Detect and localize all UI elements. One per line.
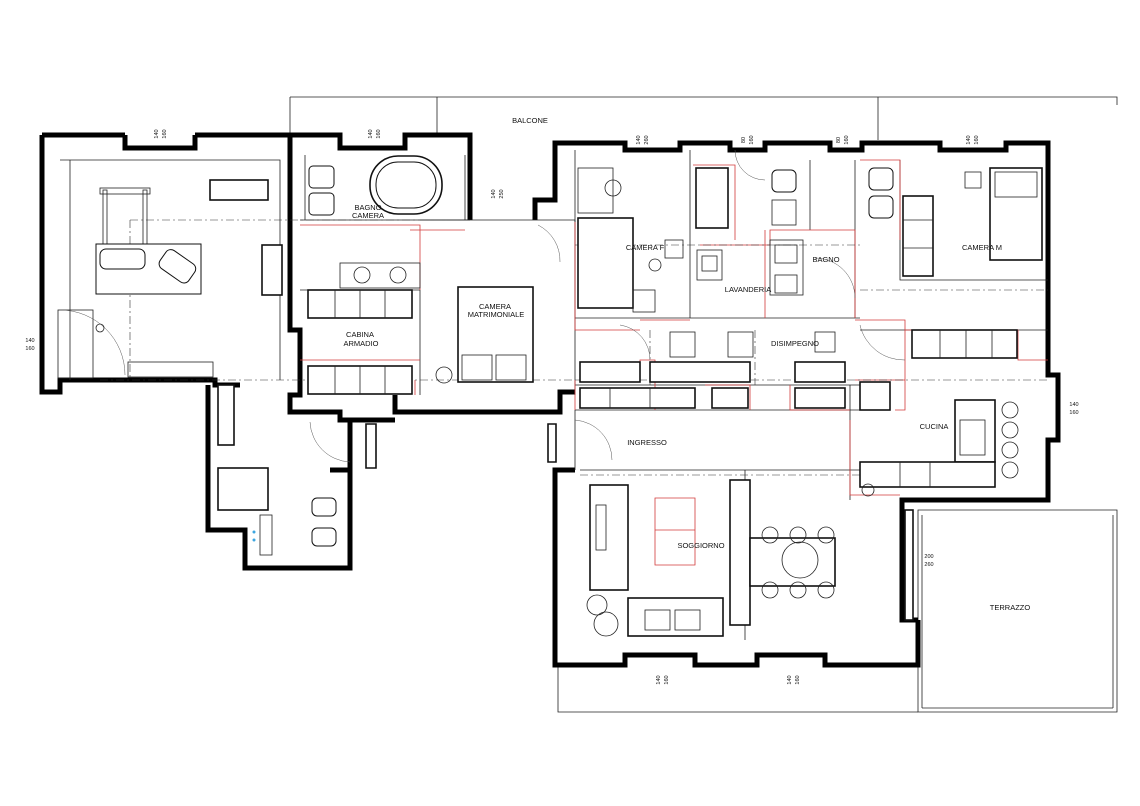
label-bagno-camera-2: CAMERA [352,211,384,220]
dim-top-corr-250: 250 [499,189,505,198]
dimension-labels: 140 160 140 160 140 250 140 260 80 160 8… [25,129,1078,684]
label-bagno: BAGNO [812,255,839,264]
label-cucina: CUCINA [920,422,949,431]
label-camera-m: CAMERA M [962,243,1002,252]
label-lavanderia: LAVANDERIA [725,285,771,294]
dim-top-bagno2-80: 80 [836,137,842,143]
dim-top-bagno-140: 140 [368,129,374,138]
furniture [57,149,1043,637]
dim-top-lav-80: 80 [741,137,747,143]
label-cabina-1: CABINA [346,330,374,339]
dim-top-gym-160: 160 [162,129,168,138]
dim-top-bagno-160: 160 [376,129,382,138]
label-soggiorno: SOGGIORNO [677,541,724,550]
dim-bot-1-160: 160 [664,675,670,684]
dim-terr-260: 260 [924,562,933,568]
dim-top-lav-160: 160 [749,135,755,144]
dim-terr-200: 200 [924,554,933,560]
label-cabina-2: ARMADIO [343,339,378,348]
outer-outlines [289,96,1118,713]
label-bagno-camera-1: BAGNO [354,203,381,212]
dim-top-m-140: 140 [966,135,972,144]
dim-bot-2-160: 160 [795,675,801,684]
dim-left-140: 140 [25,338,34,344]
dim-top-corr-140: 140 [491,189,497,198]
dim-bot-1-140: 140 [656,675,662,684]
label-balcone: BALCONE [512,116,548,125]
dim-top-gym-140: 140 [154,129,160,138]
dim-right-160: 160 [1069,410,1078,416]
label-terrazzo: TERRAZZO [990,603,1031,612]
label-matrimoniale-2: MATRIMONIALE [468,310,525,319]
dim-left-160: 160 [25,346,34,352]
label-camera-f: CAMERA F [626,243,665,252]
dim-right-140: 140 [1069,402,1078,408]
dim-top-bagno2-160: 160 [844,135,850,144]
dim-top-f-140: 140 [636,135,642,144]
label-ingresso: INGRESSO [627,438,667,447]
label-matrimoniale-1: CAMERA [479,302,511,311]
dim-top-f-260: 260 [644,135,650,144]
label-disimpegno: DISIMPEGNO [771,339,819,348]
dim-top-m-160: 160 [974,135,980,144]
dim-bot-2-140: 140 [787,675,793,684]
room-labels: BALCONE BAGNO CAMERA CABINA ARMADIO CAME… [343,116,1030,612]
